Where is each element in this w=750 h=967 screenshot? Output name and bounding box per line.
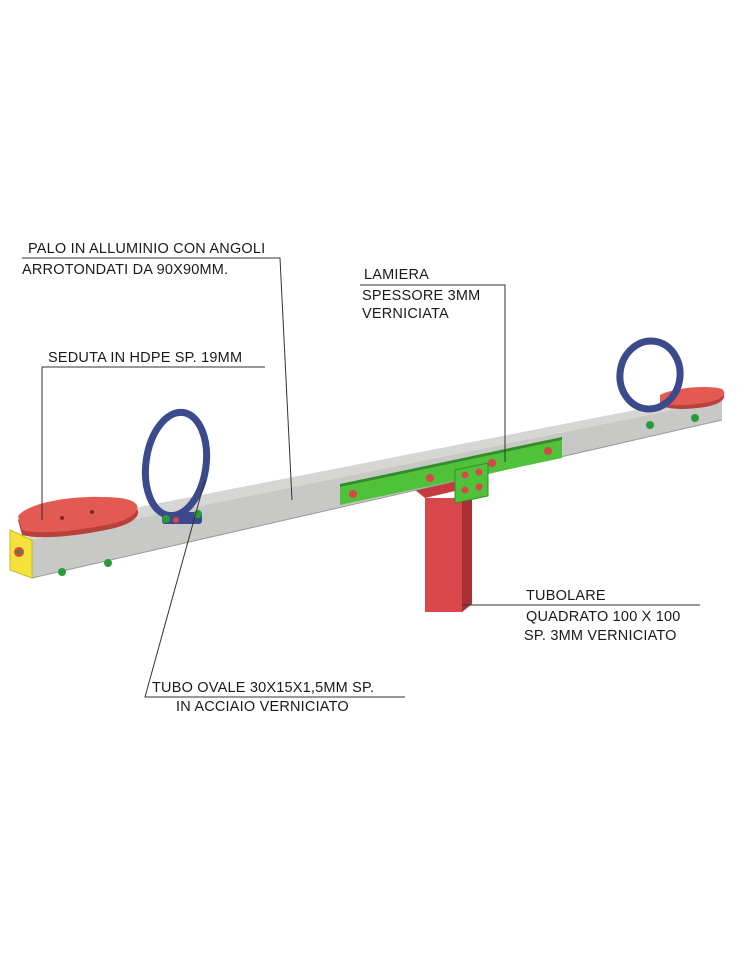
label-seduta: SEDUTA IN HDPE SP. 19MM <box>48 350 243 366</box>
post-front-face <box>425 498 462 612</box>
label-tubo-line1: TUBO OVALE 30X15X1,5MM SP. <box>152 680 375 696</box>
label-palo-line2: ARROTONDATI DA 90X90MM. <box>22 262 229 278</box>
beam-top-face <box>22 395 722 540</box>
leader-palo <box>22 257 293 501</box>
handle-left <box>141 408 211 524</box>
label-tubolare-line3: SP. 3MM VERNICIATO <box>524 628 677 644</box>
handle-bolt <box>162 515 170 523</box>
bracket-bolt <box>461 486 469 494</box>
plate-bracket <box>454 462 489 504</box>
plate-top-edge <box>340 437 562 487</box>
leader-lines <box>22 257 700 698</box>
label-lamiera-line1: LAMIERA <box>364 267 430 283</box>
leader-seduta <box>41 366 265 520</box>
plate-bolt <box>349 490 357 498</box>
under-bolts <box>58 414 699 576</box>
seat-bolt <box>60 516 64 520</box>
plate-face <box>340 440 562 505</box>
post-side-face <box>462 490 472 612</box>
bolt <box>104 559 112 567</box>
seat-left <box>18 496 139 538</box>
label-lamiera-line3: VERNICIATA <box>362 306 449 322</box>
handle-bolt-red <box>173 517 179 523</box>
bracket-bolt <box>475 483 483 491</box>
bracket-bolt <box>475 468 483 476</box>
plate-bolt <box>544 447 552 455</box>
label-lamiera-line2: SPESSORE 3MM <box>362 288 481 304</box>
label-tubo-line2: IN ACCIAIO VERNICIATO <box>176 699 349 715</box>
handle-left-bracket <box>162 512 202 524</box>
leader-tubo <box>144 479 405 698</box>
end-cap <box>9 529 33 579</box>
leader-lamiera <box>360 284 506 462</box>
plate-bolt <box>426 474 434 482</box>
bolt <box>691 414 699 422</box>
beam-edge <box>31 419 723 579</box>
label-tubolare-line2: QUADRATO 100 X 100 <box>526 609 681 625</box>
label-tubolare-line1: TUBOLARE <box>526 588 606 604</box>
handle-right-ring <box>616 337 684 413</box>
end-cap-bolt-center <box>17 550 21 554</box>
seat-bolt <box>90 510 94 514</box>
seat-left-top <box>18 496 138 533</box>
handle-right <box>616 337 684 413</box>
bolt <box>646 421 654 429</box>
label-palo-line1: PALO IN ALLUMINIO CON ANGOLI <box>28 241 266 257</box>
center-plate <box>340 437 562 505</box>
plate-bolt <box>488 459 496 467</box>
bolt <box>58 568 66 576</box>
bracket-bolt <box>461 471 469 479</box>
